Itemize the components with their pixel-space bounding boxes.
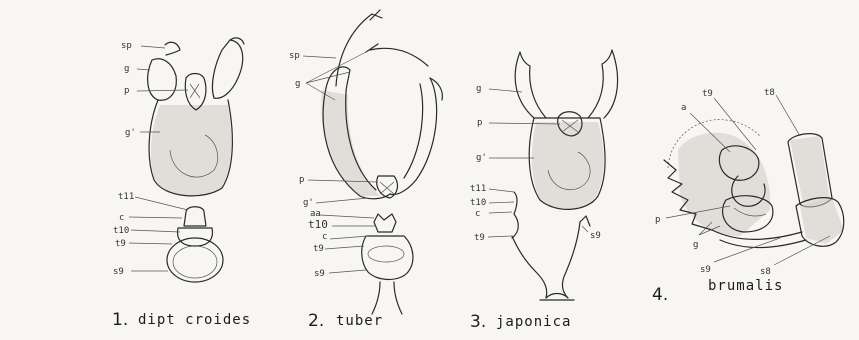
fig3-caption-number: 3. — [470, 312, 486, 332]
fig4-label-p: p — [655, 215, 660, 225]
fig4-label-t8: t8 — [764, 88, 775, 98]
fig3-label-c: c — [475, 209, 480, 219]
fig2-label-sp: sp — [289, 51, 300, 61]
fig2-label-s9: s9 — [314, 269, 325, 279]
fig3-label-t9: t9 — [474, 233, 485, 243]
fig3-label-t10: t10 — [470, 198, 486, 208]
fig1-label-t11: t11 — [118, 192, 134, 202]
fig1-label-c: c — [119, 213, 124, 223]
fig1-label-sp: sp — [121, 41, 132, 51]
fig4-label-s9: s9 — [700, 265, 711, 275]
fig2-caption-name: tuber — [336, 313, 383, 329]
fig2-caption-number: 2. — [308, 311, 324, 331]
fig3-label-g-prime: g' — [476, 153, 487, 163]
fig1-label-s9: s9 — [113, 267, 124, 277]
fig1-label-g-prime: g' — [125, 128, 136, 138]
fig4-caption-name: brumalis — [708, 278, 783, 294]
fig2-label-g: g — [295, 79, 300, 89]
fig1-caption-name: dipt croides — [138, 312, 251, 328]
fig4-caption-number: 4. — [652, 285, 668, 305]
fig4-label-t9: t9 — [702, 89, 713, 99]
fig1-caption-number: 1. — [112, 310, 128, 330]
fig2-label-c: c — [322, 232, 327, 242]
fig3-label-t11: t11 — [470, 184, 486, 194]
fig4-label-a: a — [681, 103, 686, 113]
fig3-label-p: p — [477, 118, 482, 128]
fig3-label-g: g — [476, 84, 481, 94]
fig1-label-g: g — [124, 64, 129, 74]
fig2-label-p: p — [299, 175, 304, 185]
fig1-label-t9: t9 — [115, 239, 126, 249]
fig3-label-s9: s9 — [590, 231, 601, 241]
fig3-caption-name: japonica — [496, 314, 571, 330]
fig2-label-t9: t9 — [313, 244, 324, 254]
fig1-label-t10: t10 — [113, 226, 129, 236]
fig2-label-g-prime: g' — [303, 198, 314, 208]
fig2-label-t10: t10 — [308, 218, 328, 231]
fig1-label-p: p — [124, 86, 129, 96]
fig4-label-s8: s8 — [760, 267, 771, 277]
fig4-label-g: g — [693, 240, 698, 250]
